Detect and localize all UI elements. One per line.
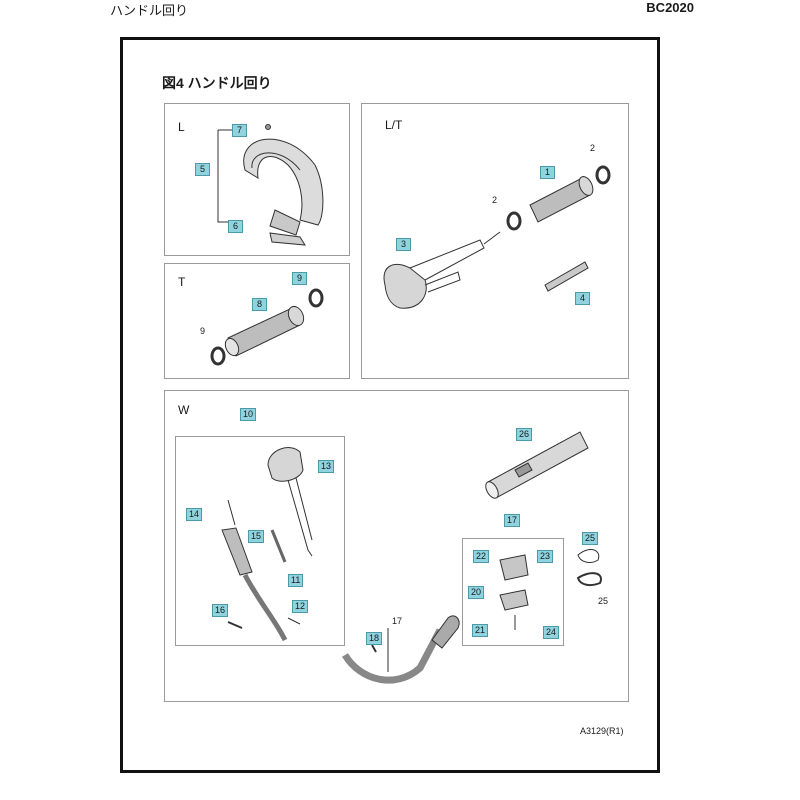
part-callout: 17 (504, 514, 521, 527)
part-callout: 11 (288, 574, 304, 587)
part-callout: 10 (240, 408, 257, 421)
w-clamp-drawing (499, 549, 602, 630)
w-bent-handle-drawing (342, 615, 460, 684)
panel-l (164, 103, 350, 256)
part-callout: 9 (292, 272, 307, 285)
panel-lt-label: L/T (385, 118, 403, 132)
part-callout: 6 (228, 220, 243, 233)
part-callout: 7 (232, 124, 247, 137)
w-tube-drawing (485, 431, 589, 499)
figure-frame (120, 37, 660, 773)
part-callout: 5 (195, 163, 210, 176)
part-callout: 26 (516, 428, 533, 441)
panel-l-label: L (178, 120, 185, 134)
part-callout: 8 (252, 298, 267, 311)
part-callout: 23 (537, 550, 554, 563)
part-number-label: 25 (598, 596, 609, 606)
part-callout: 14 (186, 508, 203, 521)
part-callout: 18 (366, 632, 383, 645)
part-number-label: 2 (590, 143, 596, 153)
loop-handle-drawing (217, 124, 324, 246)
panel-w (164, 390, 629, 702)
t-grip-drawing (210, 288, 324, 366)
lt-parts-drawing (383, 165, 611, 309)
part-callout: 20 (468, 586, 485, 599)
part-callout: 21 (472, 624, 489, 637)
part-callout: 13 (318, 460, 335, 473)
part-callout: 22 (473, 550, 490, 563)
part-number-label: 17 (392, 616, 403, 626)
figure-title: 図4 ハンドル回り (162, 75, 272, 91)
part-callout: 1 (540, 166, 555, 179)
part-callout: 4 (575, 292, 590, 305)
part-callout: 25 (582, 532, 599, 545)
part-callout: 3 (396, 238, 411, 251)
w-handle-assembly-drawing (221, 447, 313, 642)
subpanel-w-handle-assembly (175, 436, 345, 646)
part-number-label: 9 (200, 326, 206, 336)
panel-lt (361, 103, 629, 379)
document-reference: A3129(R1) (580, 726, 624, 736)
part-callout: 12 (292, 600, 309, 613)
panel-t-label: T (178, 275, 186, 289)
panel-t (164, 263, 350, 379)
part-number-label: 2 (492, 195, 498, 205)
panel-w-label: W (178, 403, 190, 417)
part-callout: 24 (543, 626, 560, 639)
part-callout: 15 (248, 530, 265, 543)
part-callout: 16 (212, 604, 229, 617)
header-model-number: BC2020 (646, 0, 694, 15)
header-section-title: ハンドル回り (110, 3, 189, 18)
subpanel-w-clamp-assembly (462, 538, 564, 646)
